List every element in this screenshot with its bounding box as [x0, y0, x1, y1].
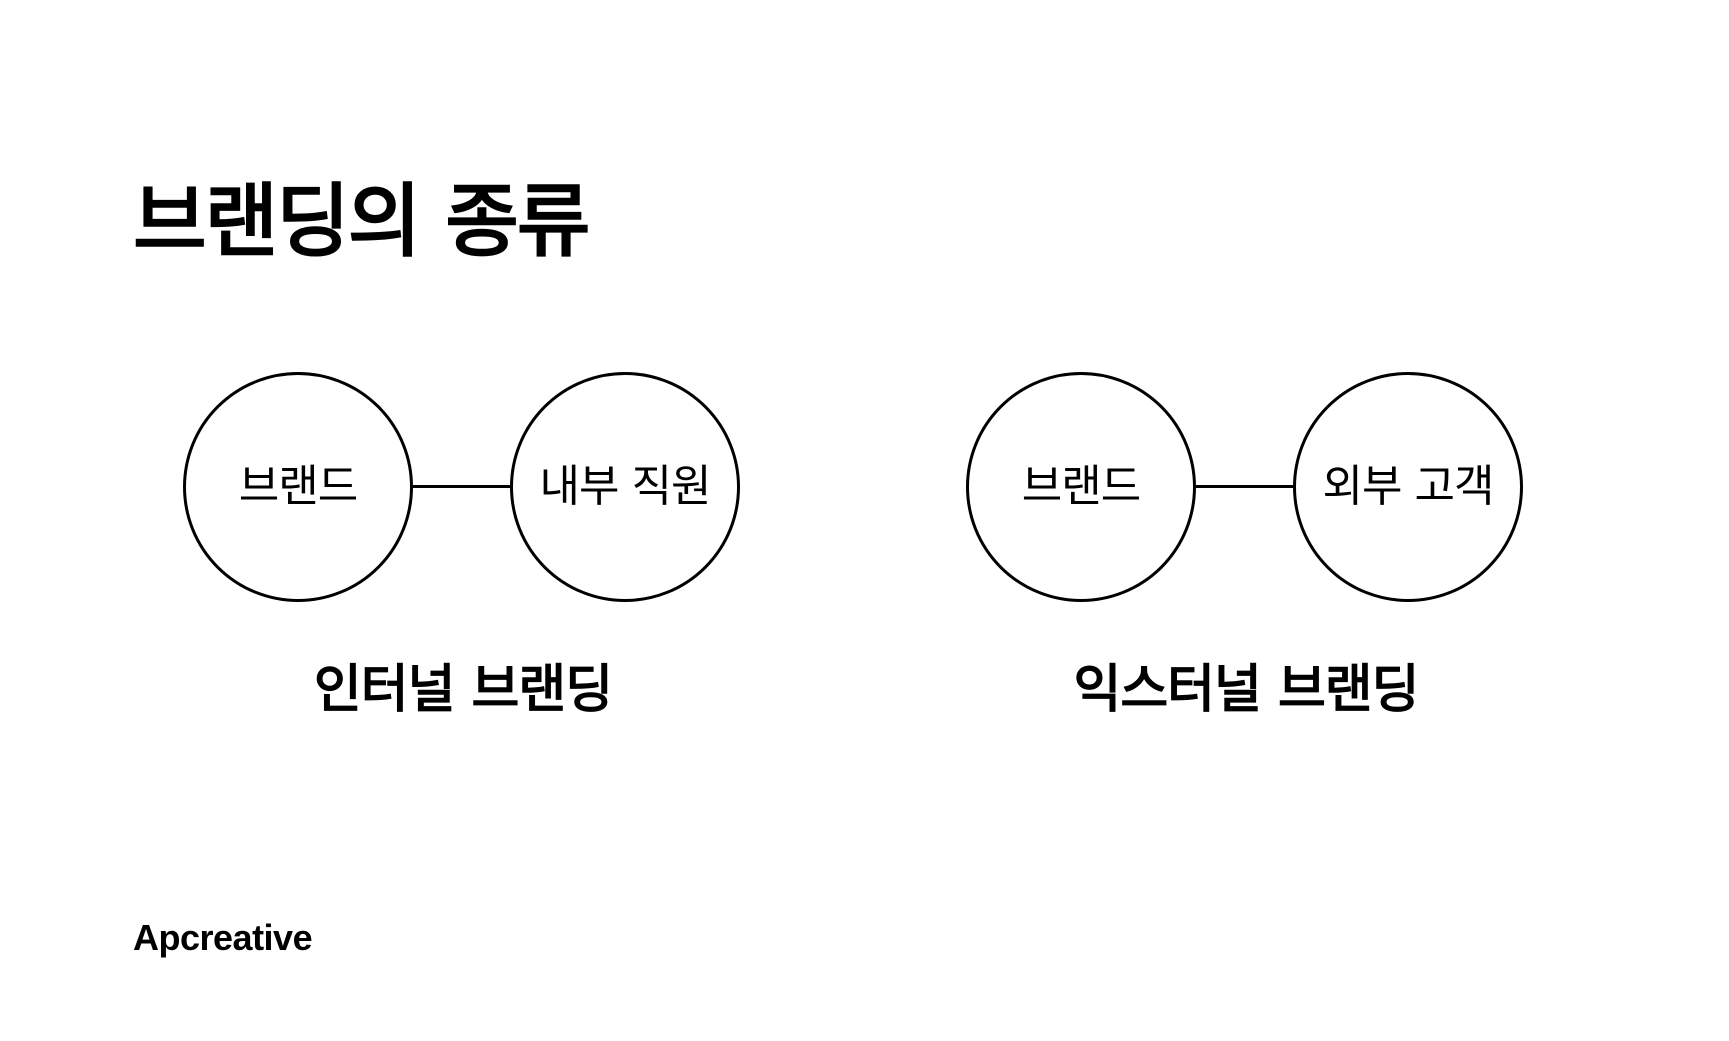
node-label: 내부 직원	[539, 461, 712, 512]
connector-line	[413, 485, 511, 488]
brand-node: 브랜드	[183, 372, 413, 602]
node-label: 브랜드	[1021, 461, 1141, 512]
node-label: 브랜드	[238, 461, 358, 512]
external-branding-caption: 익스터널 브랜딩	[1073, 660, 1420, 720]
external-customers-node: 외부 고객	[1293, 372, 1523, 602]
footer-logo: Apcreative	[133, 917, 313, 958]
internal-employees-node: 내부 직원	[510, 372, 740, 602]
node-label: 외부 고객	[1322, 461, 1495, 512]
internal-branding-diagram: 브랜드 내부 직원	[183, 372, 743, 602]
brand-node: 브랜드	[966, 372, 1196, 602]
page-title: 브랜딩의 종류	[133, 174, 590, 268]
connector-line	[1196, 485, 1294, 488]
external-branding-diagram: 브랜드 외부 고객	[966, 372, 1526, 602]
internal-branding-caption: 인터널 브랜딩	[313, 660, 613, 720]
